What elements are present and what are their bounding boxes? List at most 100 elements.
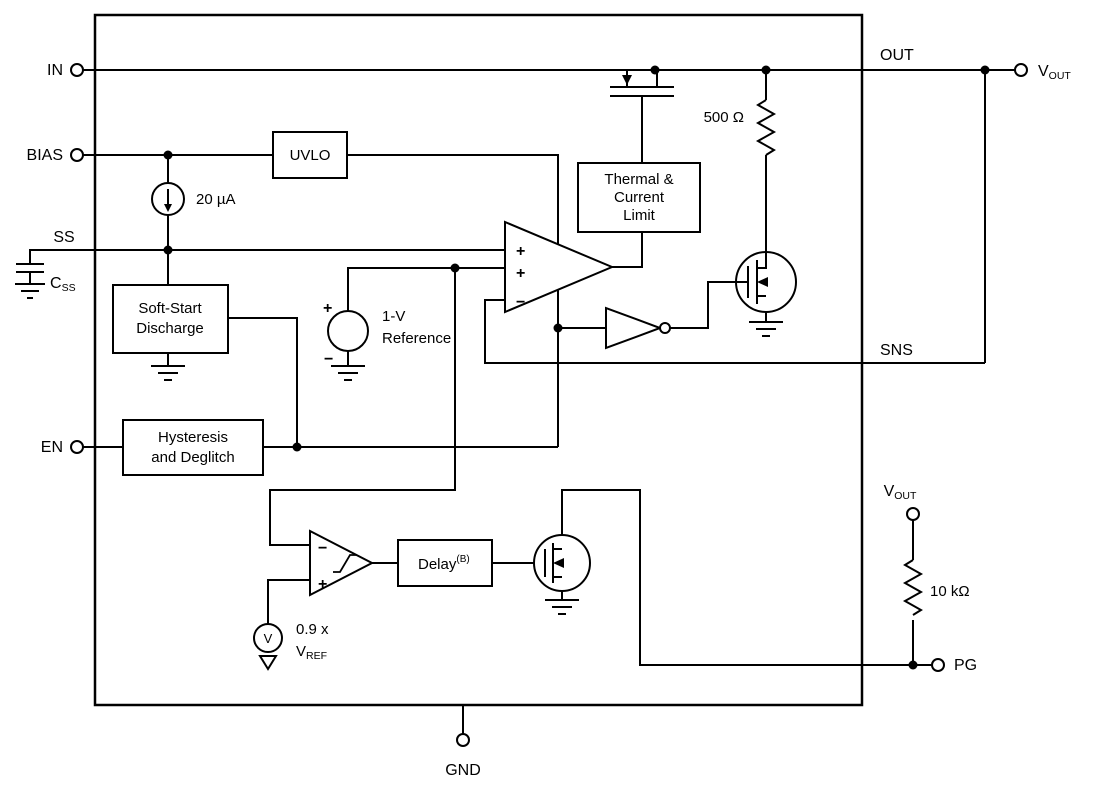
label-sns: SNS — [880, 342, 913, 359]
junction-passfet-out — [650, 65, 660, 75]
hysteresis-label-1: Hysteresis — [158, 429, 228, 446]
soft-start-discharge-block: Soft-Start Discharge — [112, 284, 229, 354]
wire-ss — [29, 249, 505, 264]
label-vout-pullup: VOUT — [884, 483, 917, 502]
resistor-500-ohm — [755, 99, 777, 156]
hysteresis-rect — [122, 419, 264, 476]
reference-label-2: Reference — [382, 330, 451, 347]
ground-symbol-css — [15, 283, 45, 299]
junction-out-500ohm — [761, 65, 771, 75]
wire-ref-to-amp — [347, 267, 505, 311]
pg-comparator-plus: + — [318, 576, 327, 593]
wire-uvlo-out — [347, 154, 559, 244]
label-out: OUT — [880, 47, 914, 64]
hysteresis-glyph — [333, 554, 357, 573]
uvlo-rect — [272, 131, 348, 179]
vout-pullup-base: V — [884, 483, 895, 500]
pg-comparator-triangle — [309, 529, 375, 597]
junction-ref-pgtap — [450, 263, 460, 273]
inverter-bubble — [659, 322, 671, 334]
discharge-fet-arrow — [757, 277, 768, 287]
current-source-arrowhead — [164, 204, 172, 212]
junction-bias-currentsource — [163, 150, 173, 160]
label-in: IN — [47, 62, 63, 79]
vref-source-circle — [253, 623, 283, 653]
reference-plus: + — [323, 300, 332, 317]
pin-terminals — [70, 63, 1028, 747]
label-10k-ohm: 10 kΩ — [930, 583, 970, 600]
error-amp-triangle — [504, 220, 615, 314]
thermal-label-2: Current — [614, 189, 665, 206]
error-amplifier: + + − — [504, 220, 615, 314]
thermal-current-limit-block: Thermal & Current Limit — [577, 162, 701, 233]
vref-subscript: REF — [306, 650, 327, 662]
pin-pg — [931, 658, 945, 672]
junction-vout-sns — [980, 65, 990, 75]
css-subscript: SS — [62, 282, 76, 294]
capacitor-plates — [16, 263, 44, 273]
reference-source: + − 1-V Reference — [323, 300, 451, 368]
soft-start-rect — [112, 284, 229, 354]
vout-right-subscript: OUT — [1049, 70, 1072, 82]
discharge-fet — [735, 251, 797, 313]
error-amp-minus: − — [516, 294, 525, 311]
uvlo-block: UVLO — [272, 131, 348, 179]
pin-in — [70, 63, 84, 77]
reference-label-1: 1-V — [382, 308, 405, 325]
vref-threshold-source: V 0.9 x VREF — [253, 621, 329, 671]
vref-source-arrow — [258, 655, 278, 671]
css-capacitor — [16, 263, 44, 273]
error-amp-plus1: + — [516, 243, 525, 260]
device-boundary-box — [93, 13, 864, 707]
wire-amp-output — [612, 232, 643, 268]
pass-fet — [610, 70, 674, 97]
discharge-fet-top-conn — [757, 252, 767, 269]
pg-comparator-minus: − — [318, 540, 327, 557]
vref-source-v: V — [264, 631, 273, 646]
wire-pg-route — [561, 489, 932, 666]
pin-vout-pullup — [906, 507, 920, 521]
wire-sns-feedback — [484, 299, 985, 364]
wires — [29, 69, 1015, 734]
label-ss: SS — [53, 229, 74, 246]
thermal-label-1: Thermal & — [604, 171, 673, 188]
pin-bias — [70, 148, 84, 162]
uvlo-label: UVLO — [290, 147, 331, 164]
soft-start-label-2: Discharge — [136, 320, 204, 337]
vout-pullup-subscript: OUT — [894, 490, 917, 502]
delay-block: Delay(B) — [397, 539, 493, 587]
ground-symbol-soft-start — [151, 365, 185, 381]
delay-rect — [397, 539, 493, 587]
label-500-ohm: 500 Ω — [704, 109, 744, 126]
vref-threshold-label-2: VREF — [296, 643, 327, 662]
thermal-rect — [577, 162, 701, 233]
junction-dots — [163, 65, 990, 670]
current-source-label: 20 µA — [196, 191, 236, 208]
ground-symbol-pg-fet — [545, 599, 579, 615]
junction-en-ssd — [292, 442, 302, 452]
css-base: C — [50, 275, 62, 292]
pin-labels: IN BIAS SS EN GND OUT SNS PG VOUT VOUT C… — [27, 47, 1072, 779]
pin-gnd — [456, 733, 470, 747]
label-gnd: GND — [445, 762, 481, 779]
reference-minus: − — [324, 351, 333, 368]
thermal-label-3: Limit — [623, 207, 656, 224]
label-pg: PG — [954, 657, 977, 674]
inverter-triangle — [605, 306, 663, 350]
reference-circle — [327, 310, 369, 352]
soft-start-current-source: 20 µA — [151, 182, 236, 216]
wire-inverter-out — [670, 281, 736, 329]
label-bias: BIAS — [27, 147, 63, 164]
pg-comparator: − + — [309, 529, 375, 597]
wire-ssd-trigger — [228, 317, 298, 447]
pg-fet-arrow — [553, 558, 564, 568]
label-en: EN — [41, 439, 63, 456]
soft-start-label-1: Soft-Start — [138, 300, 202, 317]
vout-right-base: V — [1038, 63, 1049, 80]
pin-en — [70, 440, 84, 454]
pass-fet-arrow — [622, 75, 632, 85]
delay-label: Delay(B) — [418, 554, 470, 573]
pg-fet — [533, 534, 591, 592]
